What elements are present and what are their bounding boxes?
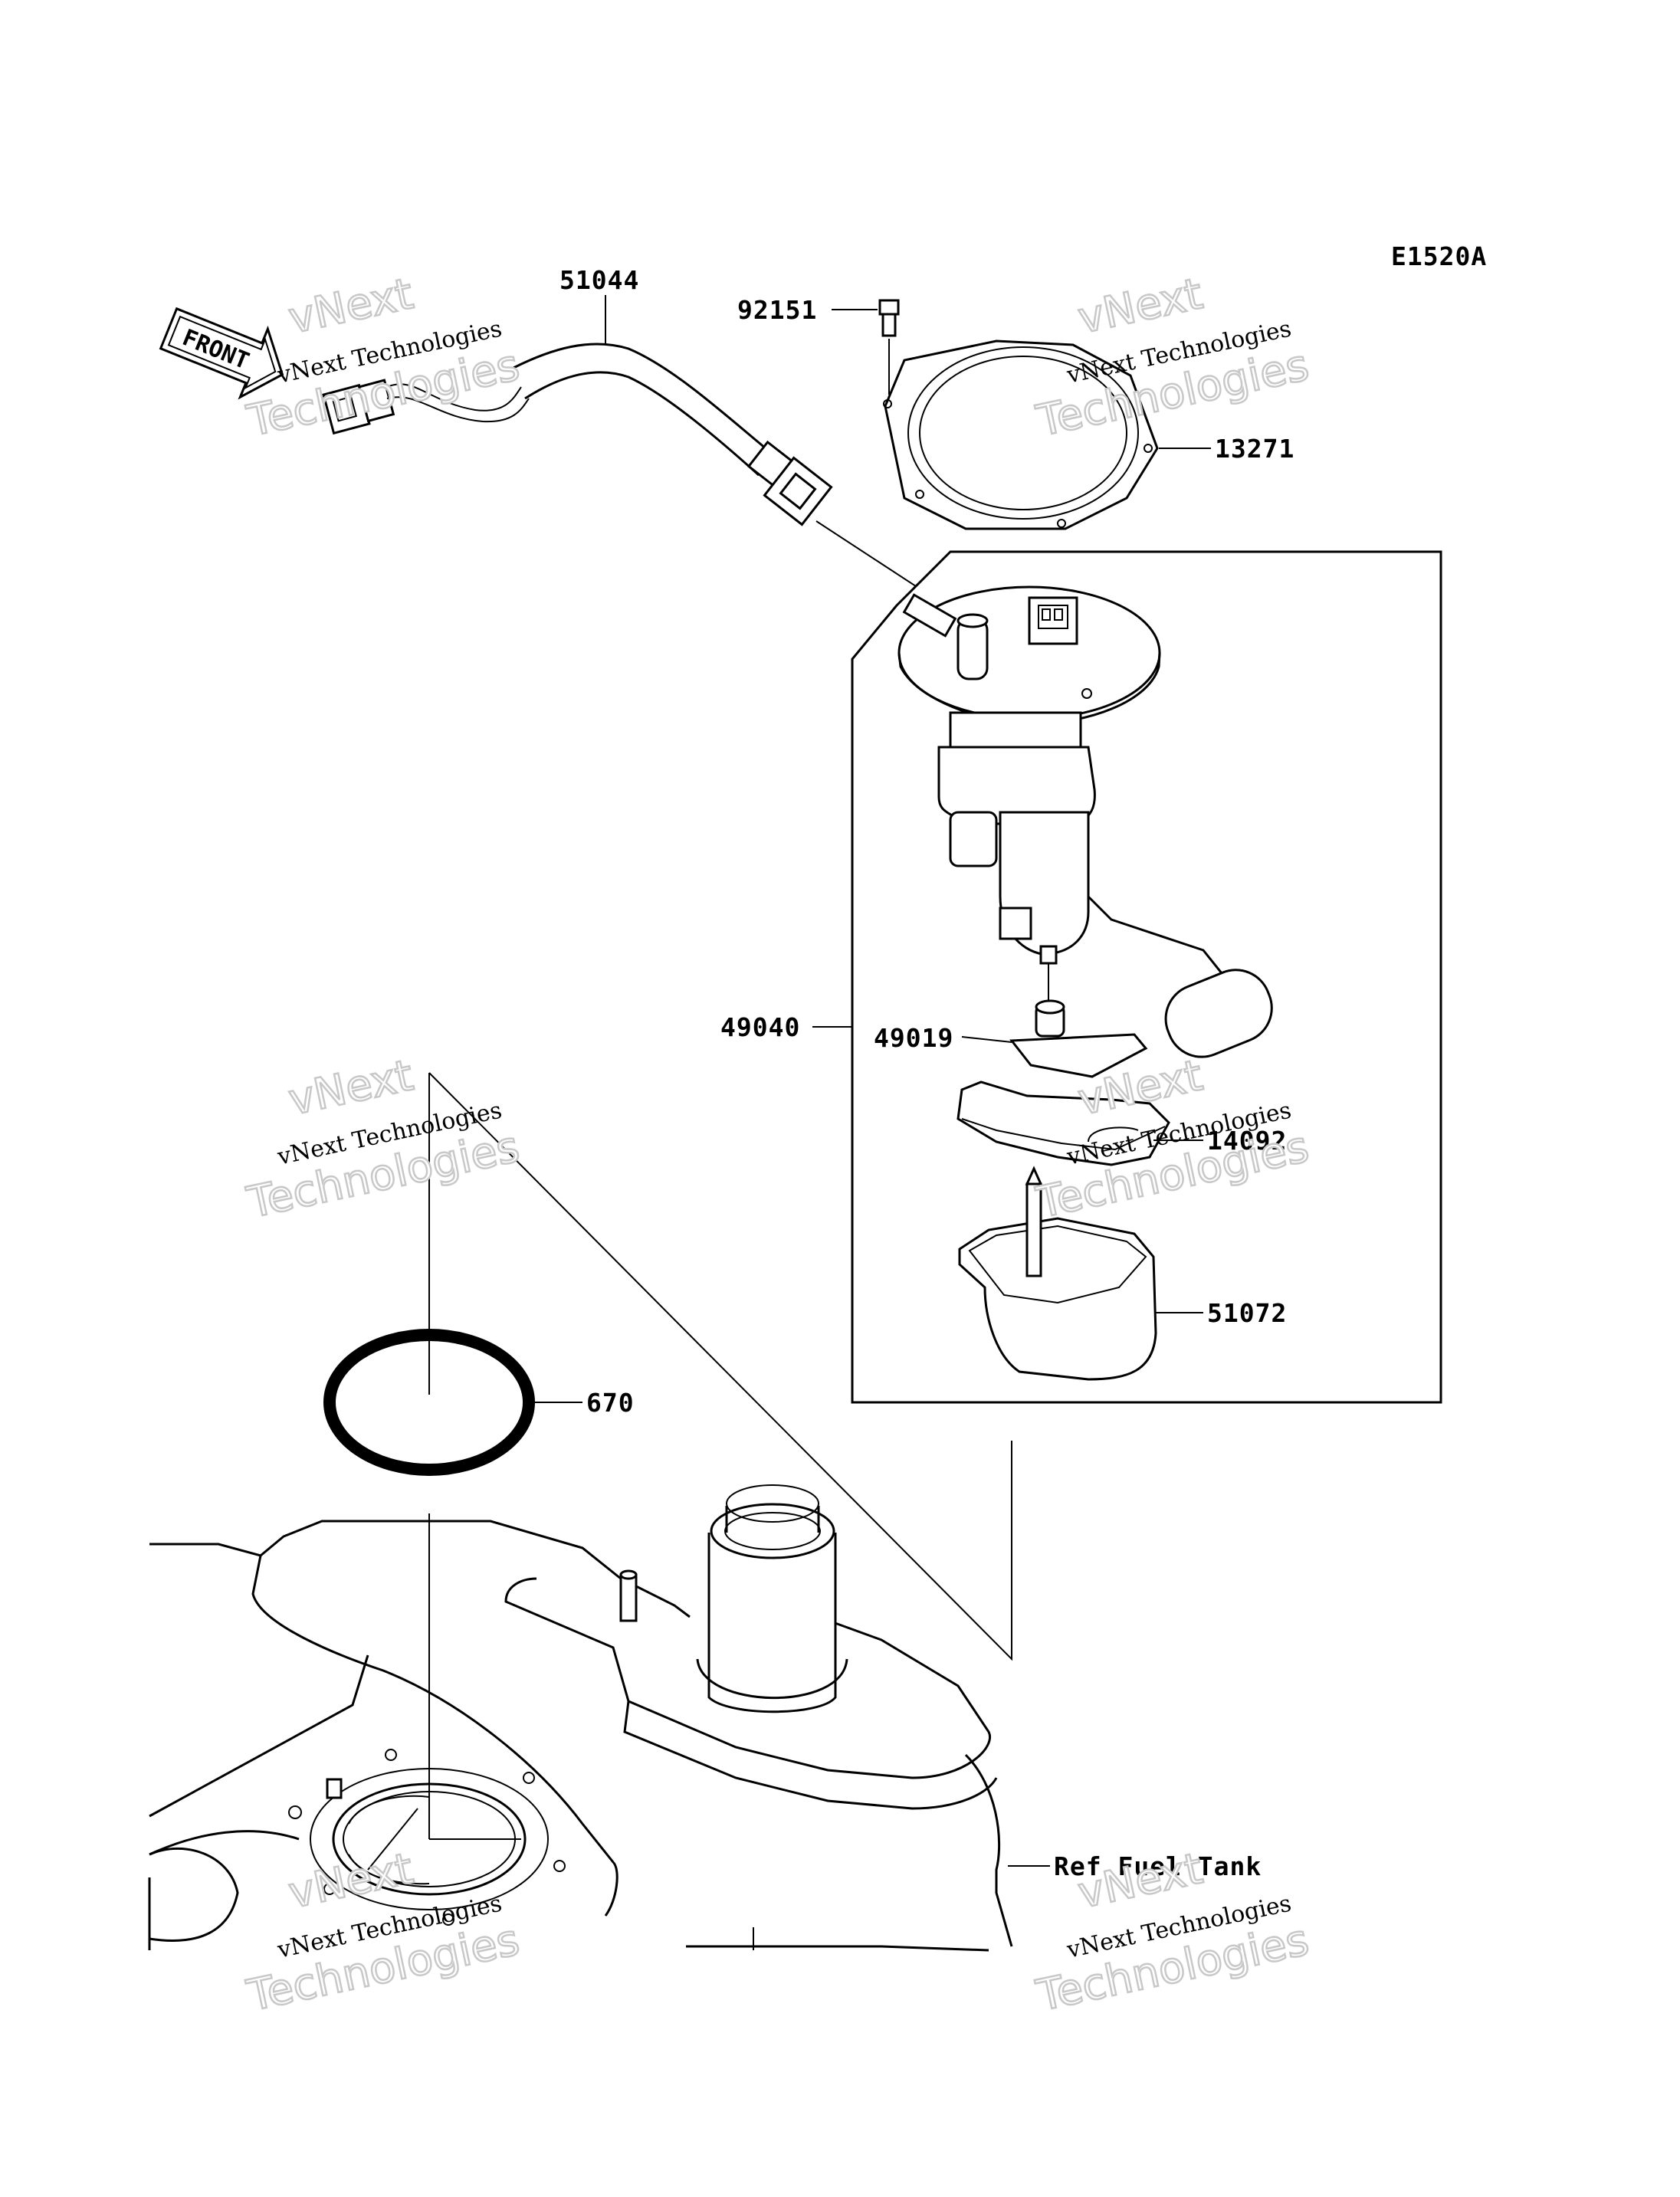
- plate-13271: [883, 339, 1211, 530]
- label-ref-fuel-tank: Ref.Fuel Tank: [1054, 1851, 1262, 1881]
- label-49040: 49040: [720, 1012, 800, 1042]
- label-49019: 49019: [874, 1023, 953, 1053]
- label-670: 670: [586, 1388, 635, 1418]
- assembly-bracket: [851, 550, 1442, 1404]
- cover-14092: [956, 1080, 1203, 1166]
- label-51072: 51072: [1207, 1298, 1287, 1328]
- strainer-case-51072: [958, 1166, 1203, 1381]
- diagram-code: E1520A: [1391, 241, 1487, 271]
- assembly-guide-lines: [428, 1072, 1012, 1839]
- label-13271: 13271: [1215, 434, 1294, 464]
- watermark-bottom-left: vNext vNext Technologies Technologies: [242, 1843, 525, 2022]
- watermark-brand: vNext: [284, 269, 418, 344]
- fuel-pump-49040: [897, 585, 1273, 1058]
- fuel-hose-51044: [322, 343, 917, 587]
- watermark-brand: vNext: [1074, 269, 1207, 344]
- label-92151: 92151: [737, 295, 817, 325]
- watermark-mid-left: vNext vNext Technologies Technologies: [242, 1050, 525, 1229]
- label-14092: 14092: [1207, 1126, 1287, 1156]
- fuel-tank-reference: [148, 1484, 1050, 1952]
- o-ring-670: [323, 1329, 582, 1476]
- filter-49019: [961, 999, 1148, 1078]
- watermark-brand: vNext: [284, 1051, 418, 1126]
- label-51044: 51044: [559, 265, 639, 295]
- bolt-92151: [832, 299, 900, 395]
